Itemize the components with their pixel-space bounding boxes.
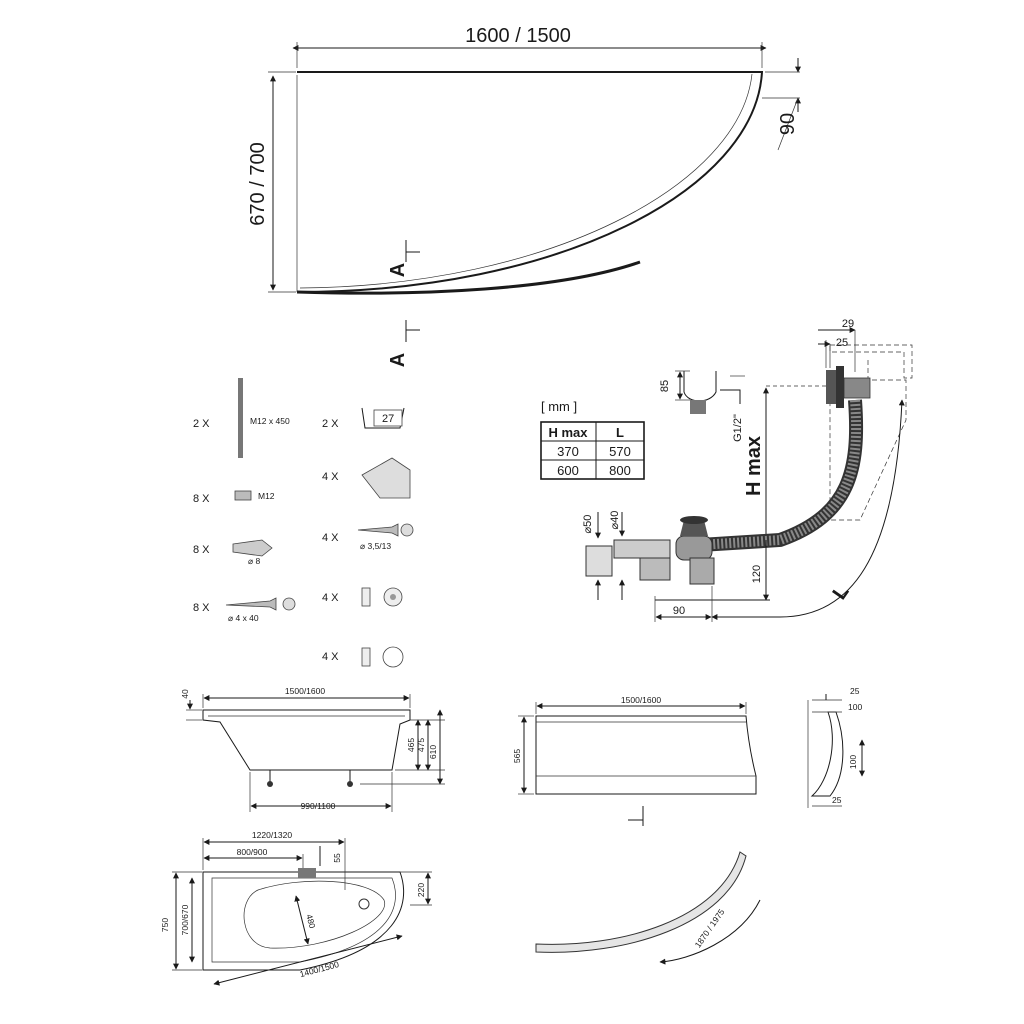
bath-plan-view: 1220/1320 800/900 55 220 750 700/670 480… <box>160 830 432 986</box>
row1-l: 570 <box>609 444 631 459</box>
l-label: L <box>829 581 854 604</box>
svg-text:90: 90 <box>673 605 685 617</box>
header-l: L <box>616 425 624 440</box>
panel-profile-section: 25 100 100 25 <box>807 686 865 808</box>
unit-label: [ mm ] <box>541 399 577 414</box>
row2-hmax: 600 <box>557 463 579 478</box>
qty-spacer: 4 X <box>322 592 339 604</box>
drain-outlet-icon <box>690 400 706 414</box>
label-bracket: 27 <box>382 413 394 425</box>
svg-text:A: A <box>387 353 409 367</box>
drain-table: [ mm ] H max L 370 570 600 800 <box>540 399 645 480</box>
screw-small-head-icon <box>400 523 414 537</box>
threaded-rod-icon <box>238 378 243 458</box>
svg-text:700/670: 700/670 <box>180 904 190 935</box>
washer-icon <box>361 647 371 667</box>
svg-text:1500/1600: 1500/1600 <box>285 686 325 696</box>
qty-bracket: 2 X <box>322 418 339 430</box>
row2-l: 800 <box>609 463 631 478</box>
svg-text:25: 25 <box>832 795 842 805</box>
section-mark-a-bottom: A <box>387 320 420 367</box>
qty-screw-large: 8 X <box>193 602 210 614</box>
svg-text:465: 465 <box>406 738 416 752</box>
svg-text:85: 85 <box>659 380 671 392</box>
hmax-label: H max <box>743 436 765 496</box>
offset-label: 90 <box>777 113 799 135</box>
screw-large-icon <box>225 597 277 611</box>
svg-text:220: 220 <box>416 883 426 897</box>
svg-text:100: 100 <box>848 755 858 769</box>
svg-text:⌀50: ⌀50 <box>582 515 594 534</box>
svg-text:1500/1600: 1500/1600 <box>621 695 661 705</box>
front-panel-elevation: 1500/1600 565 <box>512 695 757 826</box>
spacer-icon <box>361 587 371 607</box>
svg-text:565: 565 <box>512 749 522 763</box>
qty-threaded-rod: 2 X <box>193 418 210 430</box>
qty-washer: 4 X <box>322 651 339 663</box>
label-nut: M12 <box>258 491 275 501</box>
nut-icon <box>234 490 252 501</box>
curved-panel-plan: 1870 / 1975 <box>535 851 761 965</box>
svg-text:610: 610 <box>428 745 438 759</box>
svg-text:990/1100: 990/1100 <box>301 801 336 811</box>
label-wall-plug: ⌀ 8 <box>248 556 260 566</box>
top-plan-view: 1600 / 1500 670 / 700 90 A A <box>247 25 801 367</box>
label-screw-small: ⌀ 3,5/13 <box>360 541 391 551</box>
width-label: 1600 / 1500 <box>465 25 571 47</box>
wall-plug-icon <box>232 539 273 557</box>
screw-head-icon <box>282 597 296 611</box>
drain-assembly-diagram: 85 G1/2" H max 29 25 ⌀50 <box>582 318 913 622</box>
side-elevation: 1500/1600 40 465 475 610 990/1100 <box>180 686 445 812</box>
bath-overflow-icon <box>298 868 316 878</box>
angle-plate-icon <box>361 457 411 499</box>
qty-nut: 8 X <box>193 493 210 505</box>
qty-screw-small: 4 X <box>322 532 339 544</box>
svg-text:25: 25 <box>836 337 848 349</box>
svg-text:475: 475 <box>416 738 426 752</box>
label-threaded-rod: M12 x 450 <box>250 416 290 426</box>
svg-text:A: A <box>387 263 409 277</box>
header-hmax: H max <box>548 425 588 440</box>
svg-text:120: 120 <box>751 565 763 583</box>
tub-plan-outline <box>296 71 764 293</box>
svg-text:29: 29 <box>842 318 854 330</box>
tub-plan-inner-curve <box>299 73 753 289</box>
label-screw-large: ⌀ 4 x 40 <box>228 613 259 623</box>
section-mark-a-top: A <box>387 240 420 277</box>
qty-angle-plate: 4 X <box>322 471 339 483</box>
svg-text:100: 100 <box>848 702 862 712</box>
svg-text:⌀40: ⌀40 <box>609 511 621 530</box>
height-label: 670 / 700 <box>247 142 269 225</box>
row1-hmax: 370 <box>557 444 579 459</box>
svg-text:25: 25 <box>850 686 860 696</box>
svg-text:800/900: 800/900 <box>237 847 268 857</box>
screw-small-icon <box>357 523 399 537</box>
svg-text:1220/1320: 1220/1320 <box>252 830 292 840</box>
svg-text:750: 750 <box>160 918 170 932</box>
svg-text:40: 40 <box>180 689 190 699</box>
svg-text:480: 480 <box>304 913 317 930</box>
qty-wall-plug: 8 X <box>193 544 210 556</box>
svg-text:55: 55 <box>332 853 342 863</box>
svg-text:1400/1500: 1400/1500 <box>299 959 341 979</box>
accessories-list: 2 X M12 x 450 8 X M12 8 X ⌀ 8 8 X ⌀ 4 x … <box>193 378 414 668</box>
